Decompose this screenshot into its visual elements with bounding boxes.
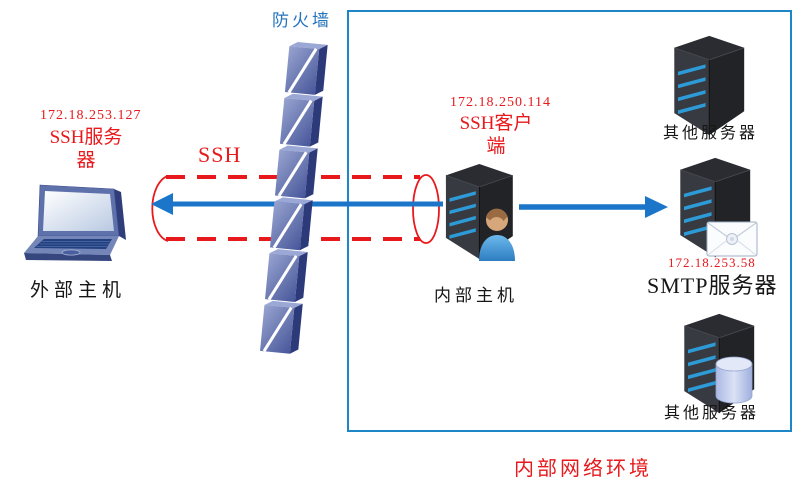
person-icon (479, 208, 515, 261)
internal-host-caption: 内部主机 (434, 286, 518, 305)
external-host-ip: 172.18.253.127 (40, 108, 142, 123)
envelope-icon (706, 221, 758, 257)
tunnel-left-arc (151, 175, 169, 242)
external-host-caption: 外部主机 (30, 280, 127, 301)
external-host-role-line2: 器 (76, 150, 96, 171)
external-host-role: SSH服务 器 (28, 126, 144, 172)
internal-host-role: SSH客户 端 (438, 112, 554, 158)
firewall-label: 防火墙 (272, 11, 332, 30)
firewall-icon (260, 42, 328, 354)
ssh-arrow-head (151, 193, 173, 215)
smtp-server-ip: 172.18.253.58 (668, 255, 756, 270)
internal-network-box (347, 10, 792, 432)
other-server-bottom-caption: 其他服务器 (664, 405, 760, 422)
internal-network-caption: 内部网络环境 (514, 458, 652, 480)
internal-host-role-line1: SSH客户 (459, 113, 533, 134)
internal-host-role-line2: 端 (486, 136, 506, 157)
smtp-server-caption: SMTP服务器 (647, 273, 778, 298)
ssh-tunnel-label: SSH (198, 142, 242, 167)
firewall-bricks (260, 42, 328, 354)
database-icon (715, 356, 753, 404)
internal-host-ip: 172.18.250.114 (450, 95, 551, 110)
external-host-role-line1: SSH服务 (49, 127, 123, 148)
other-server-top-caption: 其他服务器 (663, 125, 759, 142)
laptop-icon (24, 184, 126, 261)
